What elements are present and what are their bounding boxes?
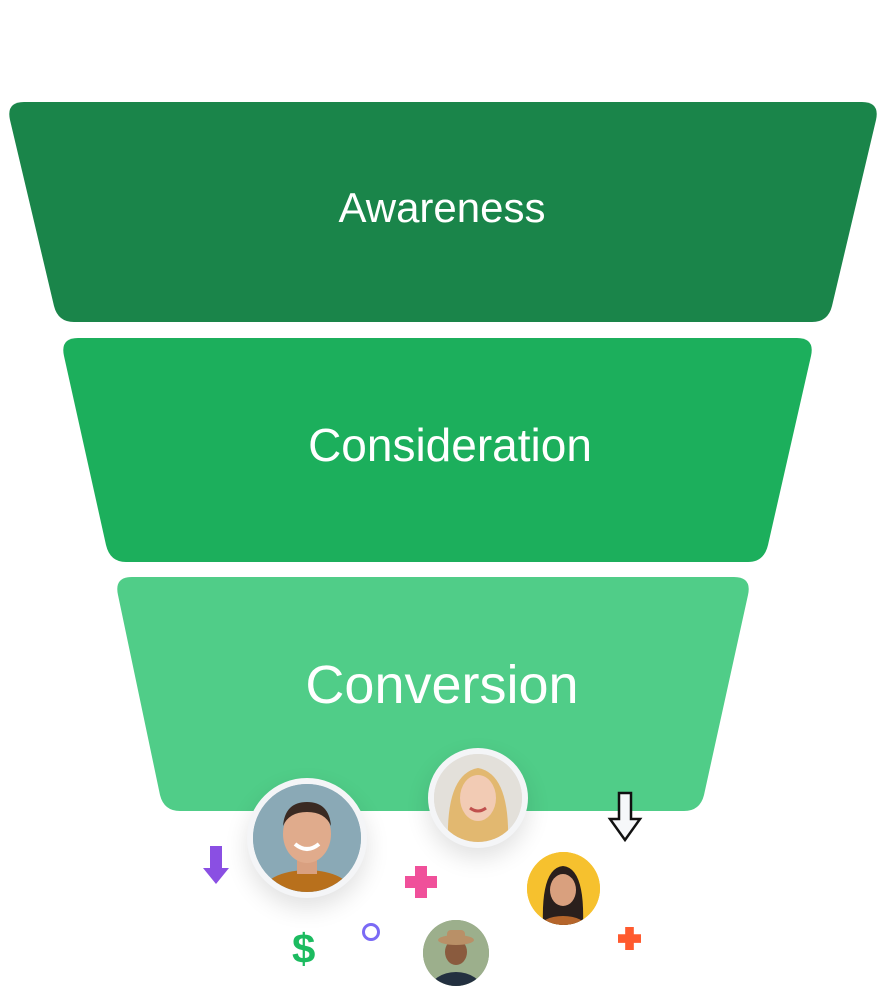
dollar-icon: $ bbox=[292, 925, 316, 972]
circle-icon bbox=[362, 923, 380, 941]
stage-label-conversion: Conversion bbox=[305, 655, 579, 715]
funnel-stage-conversion bbox=[117, 577, 749, 811]
avatar-woman-blonde bbox=[428, 748, 528, 848]
avatar-man-smiling bbox=[247, 778, 367, 898]
arrow-down-icon bbox=[203, 846, 229, 884]
stage-label-awareness: Awareness bbox=[338, 184, 546, 231]
funnel-stage-awareness bbox=[9, 102, 877, 322]
avatar-woman-yellow-bg bbox=[527, 852, 600, 925]
avatar-man-hat bbox=[423, 920, 489, 986]
stage-label-consideration: Consideration bbox=[308, 419, 592, 471]
outline-arrow-down-icon bbox=[607, 791, 643, 843]
plus-icon bbox=[405, 866, 437, 898]
funnel-stage-consideration bbox=[63, 338, 812, 562]
plus-icon bbox=[618, 927, 641, 950]
